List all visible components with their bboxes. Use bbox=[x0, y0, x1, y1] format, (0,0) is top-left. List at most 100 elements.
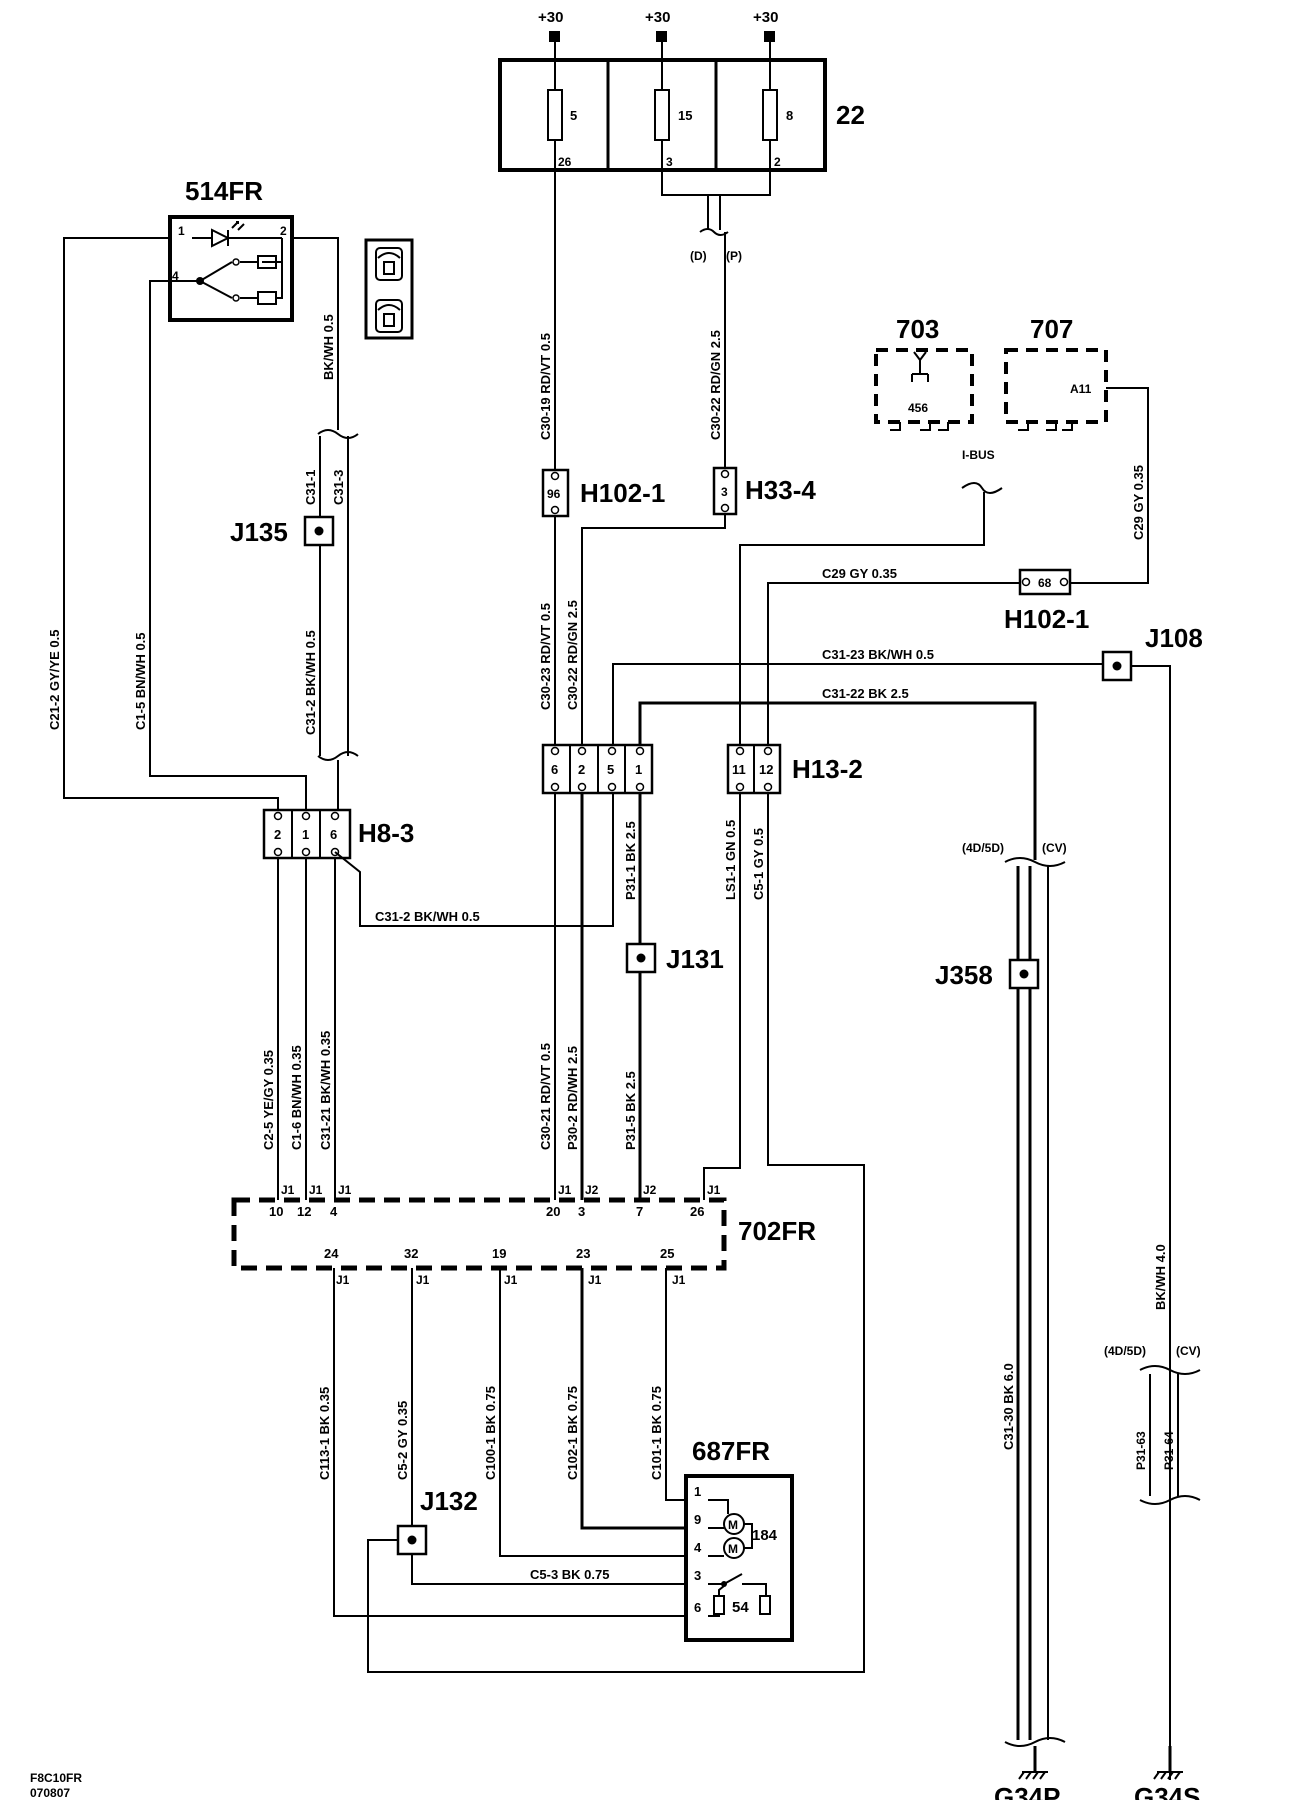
h13a-pin-1: 1 bbox=[635, 762, 642, 777]
connector-h102-1-top: 96 H102-1 bbox=[541, 468, 665, 518]
variant-body2: (4D/5D) bbox=[1104, 1344, 1146, 1358]
wire-c5-1 bbox=[367, 793, 865, 1673]
mpb-conn-2: J1 bbox=[504, 1273, 518, 1287]
wire-c21-2 bbox=[63, 237, 279, 810]
wire-c102-1 bbox=[580, 1268, 692, 1530]
switch-514-label: 514FR bbox=[185, 176, 263, 206]
ibus: I-BUS bbox=[739, 448, 1003, 745]
switch-pin-1: 1 bbox=[178, 224, 185, 238]
plus30-label-2: +30 bbox=[645, 9, 670, 26]
label-c30-21: C30-21 RD/VT 0.5 bbox=[538, 1043, 553, 1150]
module-702-label: 702FR bbox=[738, 1216, 816, 1246]
motor-pin-6: 6 bbox=[694, 1600, 701, 1615]
h13a-pin-6: 6 bbox=[551, 762, 558, 777]
fuse-8-label: 8 bbox=[786, 108, 793, 123]
c703-pin: 456 bbox=[908, 401, 928, 415]
mpt-pin-6: 26 bbox=[690, 1204, 704, 1219]
label-c101-1: C101-1 BK 0.75 bbox=[649, 1386, 664, 1480]
mpt-pin-2: 4 bbox=[330, 1204, 338, 1219]
label-c113-1: C113-1 BK 0.35 bbox=[317, 1387, 332, 1480]
connector-h33-4: 3 H33-4 bbox=[712, 466, 816, 516]
lock-icons bbox=[364, 238, 414, 340]
h102-top-pin: 96 bbox=[547, 487, 561, 501]
mpb-pin-3: 23 bbox=[576, 1246, 590, 1261]
switch-54-label: 54 bbox=[732, 1599, 749, 1616]
label-c31-3: C31-3 bbox=[331, 470, 346, 505]
wire-bkwh-40 bbox=[1131, 665, 1171, 1780]
c707-pin: A11 bbox=[1070, 382, 1092, 396]
fuse-15-label: 15 bbox=[678, 108, 692, 123]
label-c5-1: C5-1 GY 0.5 bbox=[751, 828, 766, 900]
wire-c113-1 bbox=[333, 1268, 692, 1617]
fuses: 5 26 15 3 8 2 bbox=[547, 60, 793, 170]
ground-g34s-label: G34S bbox=[1134, 1782, 1201, 1800]
label-c5-2: C5-2 GY 0.35 bbox=[395, 1401, 410, 1480]
splice-j132: J132 bbox=[396, 1486, 478, 1556]
fuse-15-pin: 3 bbox=[666, 155, 673, 169]
power-feeds: +30 +30 +30 bbox=[538, 9, 778, 60]
ground-symbol-g34s: G34S bbox=[1134, 1746, 1201, 1800]
h102-mid-pin: 68 bbox=[1038, 576, 1052, 590]
label-c31-23: C31-23 BK/WH 0.5 bbox=[822, 647, 934, 662]
label-ls1-1: LS1-1 GN 0.5 bbox=[723, 820, 738, 900]
mpt-conn-6: J1 bbox=[707, 1183, 721, 1197]
motor-pin-9: 9 bbox=[694, 1512, 701, 1527]
plus30-label-3: +30 bbox=[753, 9, 778, 26]
label-c31-21: C31-21 BK/WH 0.35 bbox=[318, 1031, 333, 1150]
motor-pin-1: 1 bbox=[694, 1484, 701, 1499]
variant-body1: (4D/5D) bbox=[962, 841, 1004, 855]
label-c29-v: C29 GY 0.35 bbox=[1131, 465, 1146, 540]
mpt-pin-3: 20 bbox=[546, 1204, 560, 1219]
label-c30-23: C30-23 RD/VT 0.5 bbox=[538, 603, 553, 710]
motor-184-label: 184 bbox=[752, 1527, 778, 1544]
module-pins-top: J1 10 J1 12 J1 4 J1 20 J2 3 J2 7 J1 26 bbox=[269, 1183, 721, 1219]
label-bkwh: BK/WH 0.5 bbox=[321, 314, 336, 380]
splice-j135: J135 bbox=[230, 515, 335, 547]
connector-h13-2: 6 2 5 1 11 12 H13-2 bbox=[541, 743, 863, 795]
motor-687-label: 687FR bbox=[692, 1436, 770, 1466]
wire-c29-h bbox=[767, 582, 1020, 745]
label-c31-22: C31-22 BK 2.5 bbox=[822, 686, 909, 701]
wire-c101-1 bbox=[665, 1268, 692, 1501]
h13b-pin-12: 12 bbox=[759, 762, 773, 777]
label-p31-5: P31-5 BK 2.5 bbox=[623, 1071, 638, 1150]
j132-label: J132 bbox=[420, 1486, 478, 1516]
wire-c31-23 bbox=[612, 663, 1102, 745]
mpb-pin-2: 19 bbox=[492, 1246, 506, 1261]
connector-h102-1-mid: 68 H102-1 bbox=[1004, 568, 1089, 634]
switch-pin-4: 4 bbox=[172, 269, 179, 283]
connector-h8-3: 2 1 6 H8-3 bbox=[262, 808, 414, 860]
c707-label: 707 bbox=[1030, 314, 1073, 344]
fuse-5-pin: 26 bbox=[558, 155, 572, 169]
label-c102-1: C102-1 BK 0.75 bbox=[565, 1386, 580, 1480]
label-c30-22-top: C30-22 RD/GN 2.5 bbox=[708, 330, 723, 440]
fusebox-label: 22 bbox=[836, 100, 865, 130]
label-c100-1: C100-1 BK 0.75 bbox=[483, 1386, 498, 1480]
h13b-pin-11: 11 bbox=[732, 762, 746, 777]
label-c31-1: C31-1 bbox=[303, 470, 318, 505]
label-c5-3: C5-3 BK 0.75 bbox=[530, 1567, 609, 1582]
ground-g34p-label: G34P bbox=[994, 1782, 1061, 1800]
mpb-conn-1: J1 bbox=[416, 1273, 430, 1287]
h13a-pin-5: 5 bbox=[607, 762, 614, 777]
component-703: 703 456 bbox=[874, 314, 974, 431]
variant-cv-2: (CV) bbox=[1176, 1344, 1201, 1358]
variant-cv-1: (CV) bbox=[1042, 841, 1067, 855]
footer-code: F8C10FR bbox=[30, 1771, 82, 1785]
h102-mid-label: H102-1 bbox=[1004, 604, 1089, 634]
j135-label: J135 bbox=[230, 517, 288, 547]
h8-pin-1: 1 bbox=[302, 827, 309, 842]
wire-c100-1 bbox=[499, 1268, 692, 1557]
module-702fr: 702FR bbox=[231, 1197, 816, 1271]
fuse-5-label: 5 bbox=[570, 108, 577, 123]
h8-label: H8-3 bbox=[358, 818, 414, 848]
mpt-pin-1: 12 bbox=[297, 1204, 311, 1219]
wire-c31-2-h bbox=[334, 793, 614, 927]
mpt-conn-0: J1 bbox=[281, 1183, 295, 1197]
h33-pin: 3 bbox=[721, 485, 728, 499]
variant-d: (D) bbox=[690, 249, 707, 263]
mpt-conn-2: J1 bbox=[338, 1183, 352, 1197]
footer-date: 070807 bbox=[30, 1786, 70, 1800]
label-c1-5: C1-5 BN/WH 0.5 bbox=[133, 632, 148, 730]
